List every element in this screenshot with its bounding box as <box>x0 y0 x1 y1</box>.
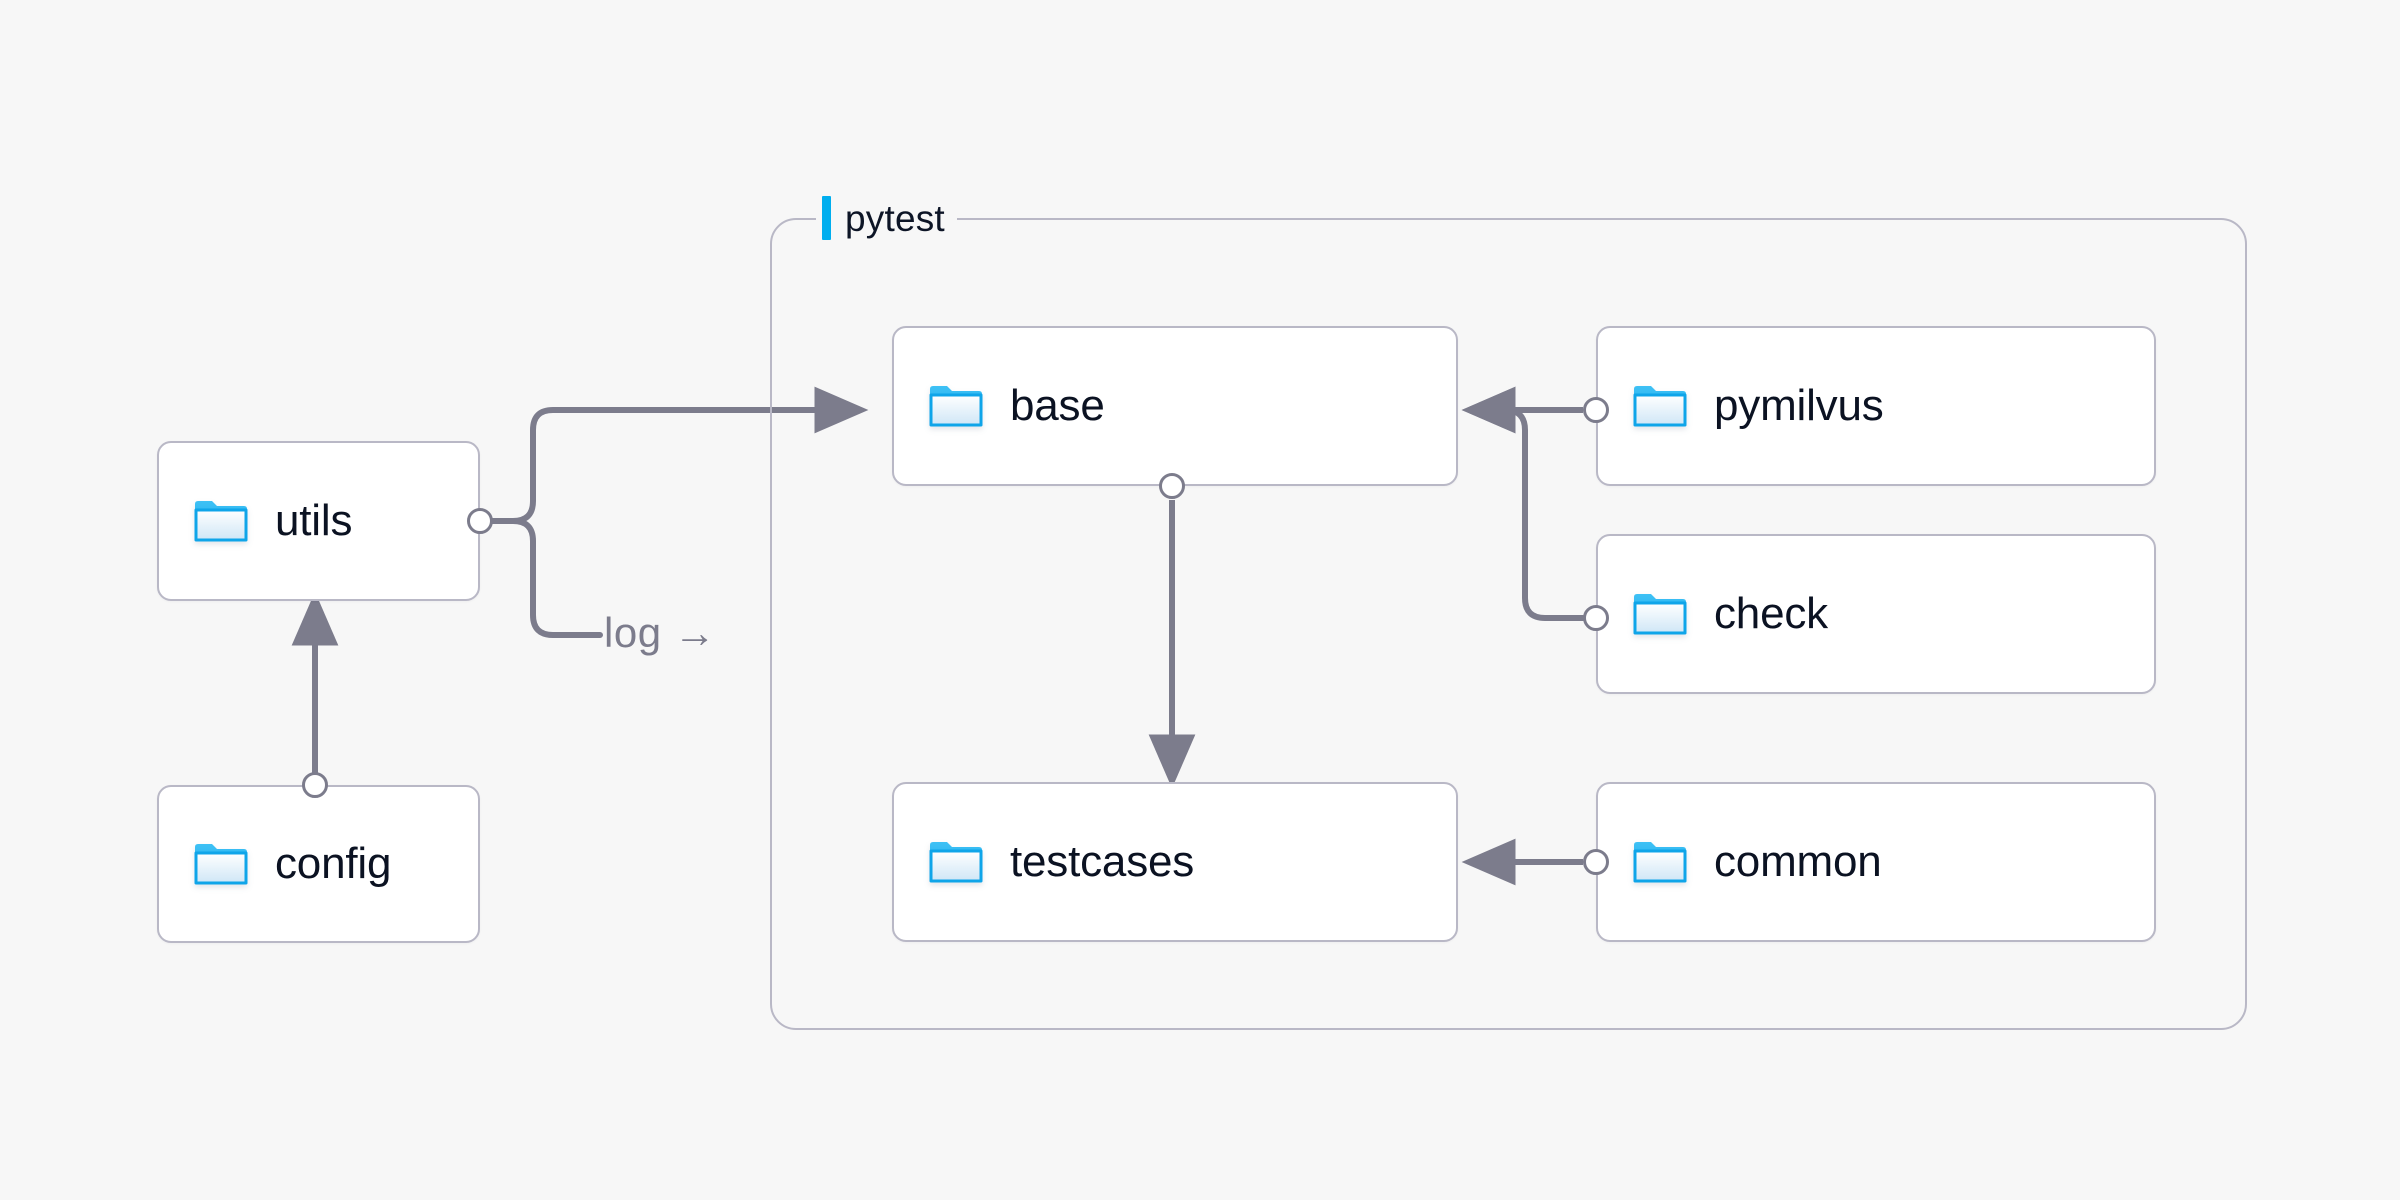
edge-utils-log <box>484 518 603 638</box>
port-base-bottom[interactable] <box>1159 473 1185 499</box>
folder-icon <box>1633 842 1687 883</box>
group-accent-bar-icon <box>822 196 831 240</box>
port-check-left[interactable] <box>1583 605 1609 631</box>
group-pytest-label: pytest <box>816 196 957 240</box>
node-common[interactable]: common <box>1596 782 2156 942</box>
folder-icon <box>929 386 983 427</box>
node-utils[interactable]: utils <box>157 441 480 601</box>
port-utils-right[interactable] <box>467 508 493 534</box>
folder-icon <box>194 501 248 542</box>
group-pytest <box>770 218 2247 1030</box>
node-base[interactable]: base <box>892 326 1458 486</box>
folder-icon <box>929 842 983 883</box>
node-pymilvus-label: pymilvus <box>1714 381 1884 430</box>
node-testcases[interactable]: testcases <box>892 782 1458 942</box>
node-testcases-label: testcases <box>1010 837 1195 886</box>
port-config-top[interactable] <box>302 772 328 798</box>
folder-icon <box>1633 386 1687 427</box>
folder-icon <box>194 844 248 885</box>
edge-label-log: log → <box>604 609 717 656</box>
node-common-label: common <box>1714 837 1882 886</box>
port-pymilvus-left[interactable] <box>1583 397 1609 423</box>
group-pytest-title: pytest <box>845 197 945 239</box>
node-check-label: check <box>1714 589 1828 638</box>
node-base-label: base <box>1010 381 1105 430</box>
node-utils-label: utils <box>275 496 353 545</box>
port-common-left[interactable] <box>1583 849 1609 875</box>
node-pymilvus[interactable]: pymilvus <box>1596 326 2156 486</box>
node-config-label: config <box>275 839 392 888</box>
node-check[interactable]: check <box>1596 534 2156 694</box>
folder-icon <box>1633 594 1687 635</box>
node-config[interactable]: config <box>157 785 480 943</box>
